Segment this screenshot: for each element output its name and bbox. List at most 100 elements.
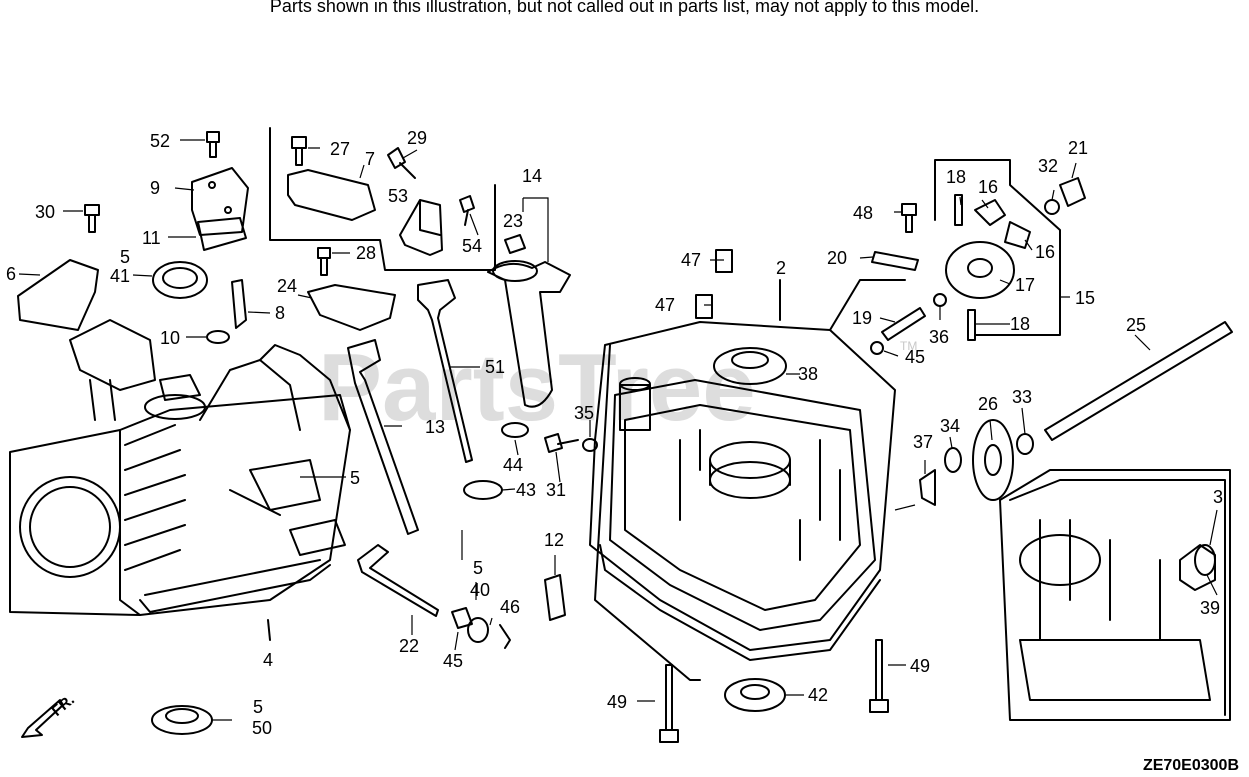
washer-part [933, 293, 947, 307]
callout-22: 22 [399, 636, 419, 656]
callout-5-lever: 5 [473, 558, 483, 578]
callout-52: 52 [150, 131, 170, 151]
leader-lines [18, 139, 1218, 721]
callout-46: 46 [500, 597, 520, 617]
callout-9: 9 [150, 178, 160, 198]
callout-17: 17 [1015, 275, 1035, 295]
callout-16-top: 16 [978, 177, 998, 197]
group-box [269, 127, 496, 271]
callout-31: 31 [546, 480, 566, 500]
bracket-part [399, 199, 443, 256]
filler-tube-part [487, 261, 571, 408]
group-box [934, 159, 1061, 336]
bearing-part [724, 678, 786, 712]
bushing-part [467, 617, 489, 643]
diagram-code: ZE70E0300B [1142, 757, 1239, 774]
callout-labels: 52 27 29 7 9 30 11 53 54 28 14 23 6 5 41… [6, 128, 1223, 738]
governor-gear-part [945, 241, 1015, 299]
watermark-tm: TM [900, 339, 917, 353]
pin-part [695, 294, 713, 319]
callout-43: 43 [516, 480, 536, 500]
governor-weight-part [871, 251, 919, 271]
callout-39: 39 [1200, 598, 1220, 618]
o-ring-part [206, 330, 230, 344]
cover-hole [208, 181, 216, 189]
gasket-part [17, 259, 99, 331]
cover-part [191, 167, 249, 251]
callout-8: 8 [275, 303, 285, 323]
bearing-part [151, 705, 213, 735]
front-arrow-icon [21, 699, 64, 738]
callout-23: 23 [503, 211, 523, 231]
callout-29: 29 [407, 128, 427, 148]
oil-seal-inner [162, 267, 198, 289]
bracket-part [287, 169, 376, 221]
bolt-part [291, 136, 307, 166]
callout-18-top: 18 [946, 167, 966, 187]
crankcase-part [999, 469, 1231, 721]
lever-part [357, 544, 439, 617]
callout-35: 35 [574, 403, 594, 423]
callout-45-right: 45 [905, 347, 925, 367]
callout-41: 41 [110, 266, 130, 286]
washer-part [582, 438, 598, 452]
callout-13: 13 [425, 417, 445, 437]
callout-19: 19 [852, 308, 872, 328]
callout-49-left: 49 [607, 692, 627, 712]
callout-51: 51 [485, 357, 505, 377]
bolt-part [317, 247, 331, 276]
callout-5-seal: 5 [120, 247, 130, 267]
clip-part [919, 469, 936, 506]
header-note: Parts shown in this illustration, but no… [269, 0, 980, 16]
callout-5-bearing: 5 [253, 697, 263, 717]
flyweight-part [974, 199, 1006, 226]
callout-12: 12 [544, 530, 564, 550]
bolt-part [544, 433, 579, 453]
oil-seal-part [152, 261, 208, 299]
callout-24: 24 [277, 276, 297, 296]
callout-54: 54 [462, 236, 482, 256]
callout-49-right: 49 [910, 656, 930, 676]
oil-cap-part [417, 279, 473, 463]
bearing-inner [165, 708, 199, 724]
bearing-part [713, 347, 787, 385]
callout-26: 26 [978, 394, 998, 414]
callout-50: 50 [252, 718, 272, 738]
gasket-strip-part [231, 279, 247, 329]
callout-42: 42 [808, 685, 828, 705]
callout-45-left: 45 [443, 651, 463, 671]
callout-28: 28 [356, 243, 376, 263]
callout-18-bottom: 18 [1010, 314, 1030, 334]
washer-part [1016, 433, 1034, 455]
callout-27: 27 [330, 139, 350, 159]
governor-gear-hub [967, 258, 993, 278]
callout-4: 4 [263, 650, 273, 670]
nut-part [451, 607, 473, 629]
pin-part [954, 194, 963, 226]
callout-53: 53 [388, 186, 408, 206]
flyweight-part [1004, 221, 1031, 249]
callout-2: 2 [776, 258, 786, 278]
oil-seal-part [1194, 544, 1216, 576]
camshaft-part [1044, 321, 1233, 441]
callout-47-top: 47 [681, 250, 701, 270]
bolt-part [387, 147, 416, 179]
washer-part [944, 447, 962, 473]
bolt-part [206, 131, 220, 158]
callout-38: 38 [798, 364, 818, 384]
callout-48: 48 [853, 203, 873, 223]
callout-14: 14 [522, 166, 542, 186]
callout-34: 34 [940, 416, 960, 436]
leader-line [594, 279, 906, 681]
callout-33: 33 [1012, 387, 1032, 407]
callout-37: 37 [913, 432, 933, 452]
callout-10: 10 [160, 328, 180, 348]
callout-20: 20 [827, 248, 847, 268]
bolt-part [869, 639, 889, 713]
bolt-part [84, 204, 100, 233]
bolt-part [459, 195, 475, 226]
callout-16-bottom: 16 [1035, 242, 1055, 262]
bracket-part [307, 284, 396, 331]
washer-part [1044, 199, 1060, 215]
